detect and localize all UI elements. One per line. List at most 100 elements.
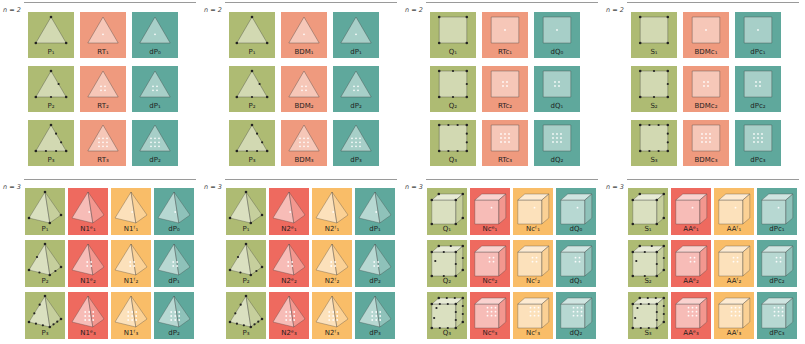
dof-dot (98, 137, 100, 139)
dof-dot (759, 81, 761, 83)
dof-dot (102, 141, 104, 143)
element-label: Ncᶠ₃ (526, 329, 540, 337)
dof-dot (355, 141, 357, 143)
element-tile: S₃ (628, 292, 668, 339)
dof-dot (129, 261, 131, 263)
dof-dot (98, 145, 100, 147)
element-label: AAᶠ₁ (727, 225, 742, 233)
dof-dot (102, 137, 104, 139)
square-shape (491, 71, 519, 97)
cube-face (432, 304, 456, 328)
tetra-face (246, 244, 262, 275)
square-shape (439, 125, 467, 151)
element-tile: RTc₃ (482, 120, 528, 166)
dof-dot (705, 141, 707, 143)
element-label: AAᵉ₃ (683, 329, 699, 337)
dof-dot (495, 311, 497, 313)
dof-dot (504, 137, 506, 139)
dof-dot (86, 265, 88, 267)
tetra-face (289, 296, 305, 327)
dof-dot (154, 137, 156, 139)
dof-dot (644, 251, 646, 253)
tetra-face (45, 192, 61, 223)
tetra-face (246, 192, 262, 223)
dof-dot (502, 85, 504, 87)
dof-dot (434, 260, 436, 262)
dof-dot (293, 315, 295, 317)
dof-dot (57, 83, 59, 85)
cube-face (432, 200, 456, 224)
cube-face (633, 200, 657, 224)
dof-dot (632, 303, 635, 306)
element-label: dP₂ (369, 277, 380, 285)
element-label: P₂ (41, 277, 48, 285)
tetra-face (88, 296, 104, 327)
dof-dot (466, 70, 469, 73)
section-label: n = 2 (405, 6, 423, 14)
dof-dot (573, 315, 575, 317)
element-tile: dP₃ (355, 292, 395, 339)
dof-dot (560, 137, 562, 139)
element-tile: AAᶠ₁ (714, 188, 754, 235)
dof-dot (538, 311, 540, 313)
cube-face (633, 304, 657, 328)
dof-dot (351, 145, 353, 147)
dof-dot (293, 319, 295, 321)
dof-dot (648, 303, 650, 305)
dof-dot (532, 257, 534, 259)
dof-dot (663, 245, 666, 248)
cube-face (518, 200, 542, 224)
rule-line (24, 179, 196, 180)
dof-dot (489, 257, 491, 259)
dof-dot (245, 243, 248, 246)
dof-dot (251, 70, 254, 73)
dof-dot (135, 315, 137, 317)
dof-dot (639, 96, 642, 99)
dof-dot (487, 311, 489, 313)
dof-dot (154, 145, 156, 147)
dof-dot (250, 222, 253, 225)
dof-dot (438, 16, 441, 19)
dof-dot (530, 315, 532, 317)
section-label: n = 2 (606, 6, 624, 14)
rule-line (627, 179, 799, 180)
element-tile: RT₂ (80, 66, 126, 112)
element-label: P₁ (41, 225, 48, 233)
dof-dot (443, 275, 445, 277)
dof-dot (560, 133, 562, 135)
element-label: dP₀ (168, 225, 179, 233)
triangle-shape (140, 125, 170, 151)
dof-dot (299, 141, 301, 143)
dof-dot (289, 315, 291, 317)
element-tile: RTc₂ (482, 66, 528, 112)
triangle-shape (140, 71, 170, 97)
dof-dot (289, 311, 291, 313)
cube-face (518, 252, 542, 276)
square-shape (439, 71, 467, 97)
element-label: AAᵉ₂ (683, 277, 699, 285)
element-tile: BDM₃ (281, 120, 327, 166)
dof-dot (667, 150, 670, 153)
element-label: BDM₂ (294, 102, 313, 110)
dof-dot (88, 311, 90, 313)
dof-dot (647, 297, 649, 299)
dof-dot (774, 307, 776, 309)
dof-dot (237, 256, 239, 258)
dof-dot (84, 319, 86, 321)
element-tile: dP₀ (154, 188, 194, 235)
dof-dot (88, 315, 90, 317)
element-label: N2ᶠ₂ (325, 277, 340, 285)
dof-dot (289, 319, 291, 321)
dof-dot (332, 211, 334, 213)
dof-dot (375, 211, 377, 213)
element-tile: P₃ (25, 292, 65, 339)
element-tile: dP₁ (154, 240, 194, 287)
dof-dot (667, 83, 669, 85)
dof-dot (690, 257, 692, 259)
dof-dot (634, 317, 636, 319)
element-tile: AAᵉ₃ (671, 292, 711, 339)
element-label: AAᶠ₂ (727, 277, 742, 285)
element-label: N2ᵉ₃ (281, 329, 296, 337)
dof-dot (438, 150, 441, 153)
dof-dot (780, 261, 782, 263)
